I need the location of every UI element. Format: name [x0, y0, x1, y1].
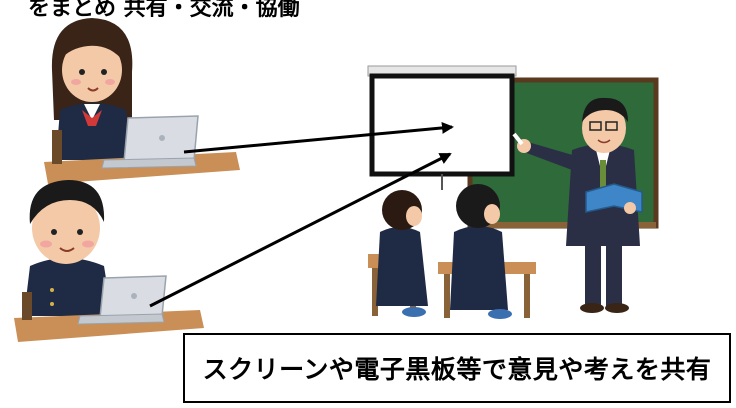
boy-student-with-laptop-icon — [14, 180, 204, 342]
top-cut-text: をまとめ 共有・交流・協働 — [28, 0, 300, 21]
caption-box: スクリーンや電子黒板等で意見や考えを共有 — [183, 333, 731, 403]
caption-text: スクリーンや電子黒板等で意見や考えを共有 — [202, 355, 712, 384]
teacher-icon — [512, 97, 643, 313]
girl-student-with-laptop-icon — [44, 18, 240, 184]
arrow-boy-to-screen — [149, 152, 452, 308]
arrow-girl-to-screen — [183, 121, 454, 154]
seated-students-icon — [368, 184, 536, 319]
